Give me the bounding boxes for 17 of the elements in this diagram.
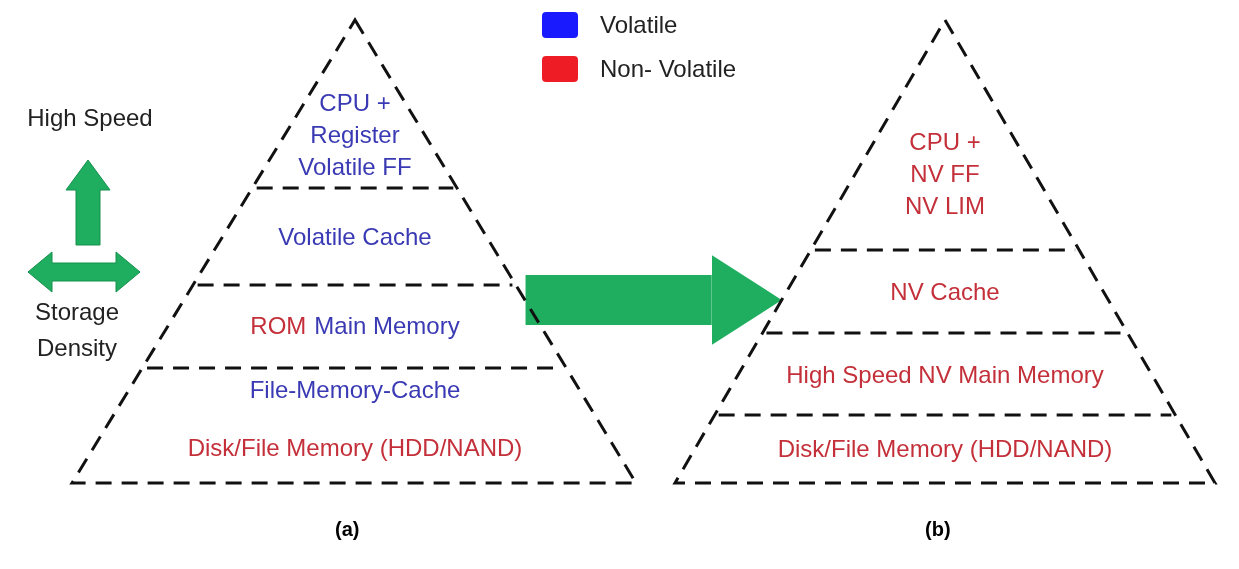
- level-text: ROM: [249, 311, 308, 341]
- legend-text: Volatile: [600, 11, 678, 39]
- level-text: CPU + NV FF NV LIM: [904, 127, 986, 221]
- node-label: (b): [925, 518, 951, 541]
- level-text: Disk/File Memory (HDD/NAND): [776, 434, 1114, 464]
- legend-text: Non- Volatile: [600, 55, 737, 83]
- axis-label: High Speed: [26, 103, 154, 133]
- level-text: Disk/File Memory (HDD/NAND): [186, 433, 524, 463]
- level-text: High Speed NV Main Memory: [785, 360, 1105, 390]
- level-text: NV Cache: [889, 277, 1001, 307]
- level-text: Volatile Cache: [277, 222, 433, 252]
- axis-label: Storage Density: [33, 297, 121, 363]
- level-text: File-Memory-Cache: [248, 375, 462, 405]
- level-text: CPU + Register Volatile FF: [297, 88, 413, 182]
- node-label: (a): [335, 518, 360, 541]
- level-text: Main Memory: [313, 311, 461, 341]
- block-arrow: [525, 255, 782, 345]
